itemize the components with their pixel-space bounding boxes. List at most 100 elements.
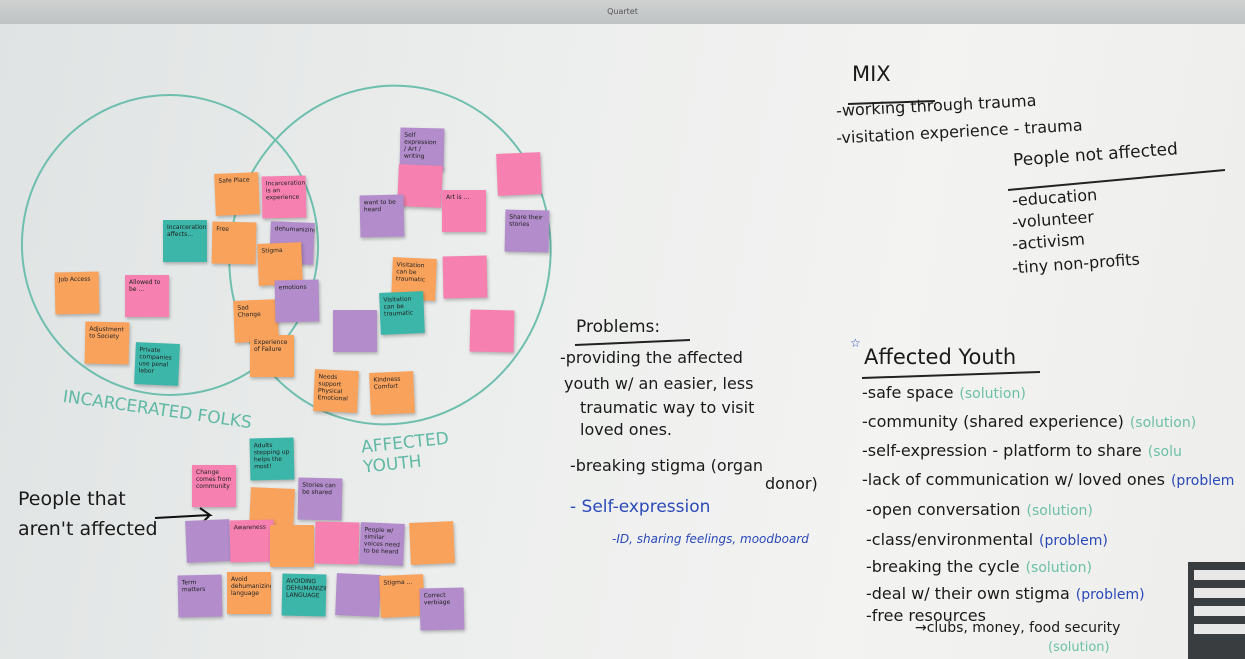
sticky-note: Stories can be shared — [297, 477, 343, 521]
affected-youth-item-tag: (solution) — [1129, 415, 1197, 431]
affected-youth-item-text: -self-expression - platform to share — [862, 441, 1142, 460]
affected-youth-item-text: -lack of communication w/ loved ones — [862, 470, 1165, 489]
affected-youth-item-text: -safe space — [862, 383, 954, 402]
problems-blue-subitem: -ID, sharing feelings, moodboard — [612, 532, 809, 546]
sticky-note — [469, 309, 515, 353]
sticky-note: Experience of Failure — [250, 335, 294, 377]
affected-youth-item-text: -open conversation — [866, 500, 1021, 519]
sticky-note — [314, 521, 360, 565]
sticky-note-text: Safe Place — [218, 176, 250, 185]
sticky-note-text: Stories can be shared — [302, 481, 336, 497]
affected-youth-item-tag: (solu — [1147, 444, 1182, 460]
sticky-note-text: AVOIDING DEHUMANIZING LANGUAGE — [285, 577, 327, 600]
sticky-note — [270, 525, 314, 567]
sticky-note: Incarceration is an experience — [261, 175, 307, 219]
sticky-note-text: Experience of Failure — [254, 339, 288, 353]
sticky-note — [333, 310, 377, 352]
sticky-note: AVOIDING DEHUMANIZING LANGUAGE — [281, 573, 327, 617]
sticky-note-text: Avoid dehumanizing language — [231, 576, 271, 597]
star-doodle-icon: ☆ — [850, 336, 861, 350]
sticky-note: Correct verbiage — [419, 587, 465, 631]
problems-underline — [574, 339, 691, 346]
sticky-note-text: Term matters — [181, 579, 206, 594]
sticky-note: want to be heard — [359, 194, 405, 238]
sticky-note-text: Visitation can be traumatic — [395, 261, 426, 284]
affected-youth-underline — [861, 371, 1041, 379]
sticky-note: Allowed to be ... — [125, 275, 169, 317]
sticky-note — [397, 164, 443, 208]
sticky-note: Adjustment to Society — [84, 321, 130, 365]
sticky-note-text: Adjustment to Society — [89, 325, 124, 341]
sticky-note-text: Visitation can be traumatic — [383, 295, 414, 318]
affected-youth-subitem-tag: (solution) — [1048, 640, 1110, 655]
affected-youth-item-text: -free resources — [866, 606, 986, 625]
problems-item: -providing the affected — [560, 348, 743, 367]
sticky-note: Change comes from community — [192, 465, 236, 507]
sticky-note-text: People w/ similar voices need to be hear… — [363, 526, 401, 556]
sticky-note: Art is ... — [442, 190, 486, 232]
sticky-note — [496, 152, 542, 196]
sticky-note-text: Adults stepping up helps the most! — [253, 441, 290, 471]
sticky-note — [335, 573, 381, 617]
sticky-note: Term matters — [177, 574, 223, 618]
sticky-note: Private companies use penal labor — [134, 342, 180, 386]
sticky-note — [185, 519, 231, 563]
sticky-note-text: Art is ... — [446, 194, 470, 201]
sticky-note: emotions — [274, 279, 320, 323]
sticky-note-text: Self expression / Art / writing — [403, 131, 437, 161]
problems-item: donor) — [765, 474, 818, 493]
mix-title: MIX — [852, 62, 891, 86]
sticky-note-text: Allowed to be ... — [129, 279, 161, 293]
affected-youth-item-tag: (problem) — [1039, 533, 1108, 549]
affected-youth-item: -community (shared experience) (solution) — [862, 412, 1196, 431]
affected-youth-item-text: -community (shared experience) — [862, 412, 1124, 431]
sticky-note-text: Needs support Physical Emotional — [317, 373, 348, 403]
sticky-note-text: Incarceration is an experience — [265, 179, 306, 202]
sticky-note — [442, 255, 488, 299]
affected-youth-item-tag: (problem — [1170, 473, 1235, 489]
affected-youth-item-tag: (problem) — [1075, 587, 1145, 603]
sticky-note: Visitation can be traumatic — [379, 291, 425, 335]
affected-youth-item-text: -class/environmental — [866, 530, 1034, 549]
affected-youth-item: -safe space (solution) — [862, 383, 1026, 402]
sticky-note-text: Kindness Comfort — [373, 375, 401, 391]
sticky-note-text: Correct verbiage — [423, 591, 451, 607]
sticky-note-text: Sad Change — [237, 304, 261, 319]
affected-youth-item-text: -breaking the cycle — [866, 557, 1020, 576]
affected-youth-item: -free resources — [866, 606, 992, 625]
problems-item: traumatic way to visit — [580, 398, 755, 417]
sticky-note: People w/ similar voices need to be hear… — [359, 522, 405, 566]
sticky-note: Awareness — [229, 519, 275, 563]
sticky-note: Job Access — [54, 271, 100, 315]
sticky-note-text: want to be heard — [363, 198, 396, 214]
problems-item: -breaking stigma (organ — [570, 456, 764, 475]
marker-tray — [1188, 562, 1245, 659]
problems-item: youth w/ an easier, less — [564, 374, 754, 393]
problems-blue-item: - Self-expression — [570, 497, 711, 517]
sticky-note: Avoid dehumanizing language — [227, 572, 271, 614]
affected-youth-item: -breaking the cycle(solution) — [866, 557, 1092, 576]
sticky-note-text: Stigma ... — [383, 578, 413, 587]
affected-youth-item: -self-expression - platform to share (sol… — [862, 441, 1182, 460]
sticky-note: Stigma ... — [379, 574, 425, 618]
affected-youth-item: -open conversation(solution) — [866, 500, 1093, 519]
sticky-note: Safe Place — [214, 172, 260, 216]
sticky-note-text: Private companies use penal labor — [138, 346, 172, 375]
affected-youth-item: -class/environmental (problem) — [866, 530, 1108, 549]
mix-underline — [847, 100, 936, 105]
sticky-note: Incarceration affects... — [163, 220, 207, 262]
affected-youth-item-text: -deal w/ their own stigma — [866, 584, 1070, 603]
sticky-note-text: Awareness — [233, 523, 267, 532]
sticky-note-text: Free — [216, 225, 230, 233]
sticky-note: Share their stories — [504, 209, 550, 253]
venn-circle-left — [20, 94, 320, 396]
affected-youth-item: -lack of communication w/ loved ones (pro… — [862, 470, 1234, 489]
sticky-note-text: dehumanizing — [274, 225, 315, 235]
sticky-note: Kindness Comfort — [369, 371, 415, 415]
affected-youth-subitem: →clubs, money, food security — [915, 620, 1121, 636]
problems-title: Problems: — [576, 317, 661, 337]
affected-youth-item-tag: (solution) — [959, 386, 1026, 402]
sticky-note-text: Job Access — [58, 275, 91, 284]
problems-item: loved ones. — [580, 420, 672, 439]
